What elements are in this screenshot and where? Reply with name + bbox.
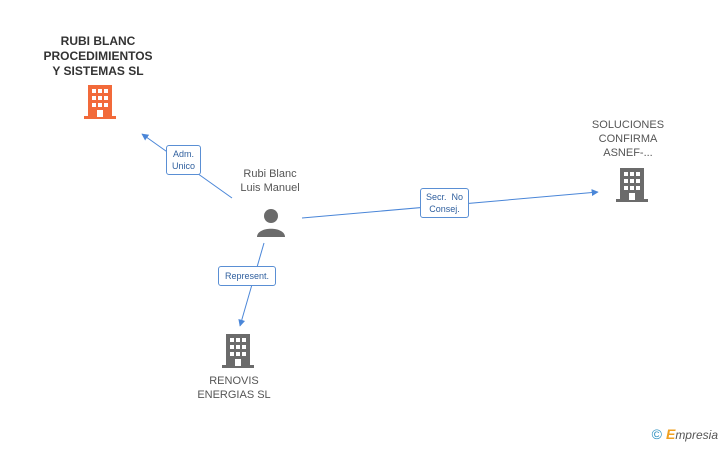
company-label-line: RUBI BLANC <box>60 34 136 48</box>
edge-label-line: Adm. <box>173 149 195 159</box>
building-icon[interactable] <box>222 334 254 368</box>
building-icon[interactable] <box>616 168 648 202</box>
edge-label-line: Secr. No <box>426 192 464 202</box>
building-icon[interactable] <box>84 85 116 119</box>
edge-label-represent[interactable]: Represent. <box>218 266 277 286</box>
person-label-line: Luis Manuel <box>240 182 300 194</box>
edge-label-line: Represent. <box>225 271 270 281</box>
brand-name: mpresia <box>675 428 718 442</box>
edge-label-line: Consej. <box>429 204 460 214</box>
company-label-line: RENOVIS <box>209 375 259 387</box>
person-icon[interactable] <box>256 207 286 237</box>
company-label-line: Y SISTEMAS SL <box>52 64 144 78</box>
person-label-line: Rubi Blanc <box>243 168 297 180</box>
company-label-line: CONFIRMA <box>598 133 658 145</box>
company-label-line: ASNEF-... <box>603 147 653 159</box>
edge-label-adm-unico[interactable]: Adm. Unico <box>166 145 202 175</box>
company-label-line: PROCEDIMIENTOS <box>43 49 153 63</box>
company-label-line: SOLUCIONES <box>591 119 665 131</box>
company-label-renovis[interactable]: RENOVIS ENERGIAS SL <box>184 374 284 402</box>
company-label-line: ENERGIAS SL <box>197 389 271 401</box>
copyright-icon: © <box>651 426 662 442</box>
edge-label-line: Unico <box>172 161 196 171</box>
edge-label-secr-no-consej[interactable]: Secr. No Consej. <box>420 188 470 218</box>
company-label-soluciones[interactable]: SOLUCIONES CONFIRMA ASNEF-... <box>578 118 678 160</box>
brand-initial: E <box>665 426 676 442</box>
person-label[interactable]: Rubi Blanc Luis Manuel <box>220 167 320 195</box>
company-label-rubi-blanc[interactable]: RUBI BLANC PROCEDIMIENTOS Y SISTEMAS SL <box>38 34 158 79</box>
footer-brand: ©Empresia <box>652 426 718 442</box>
